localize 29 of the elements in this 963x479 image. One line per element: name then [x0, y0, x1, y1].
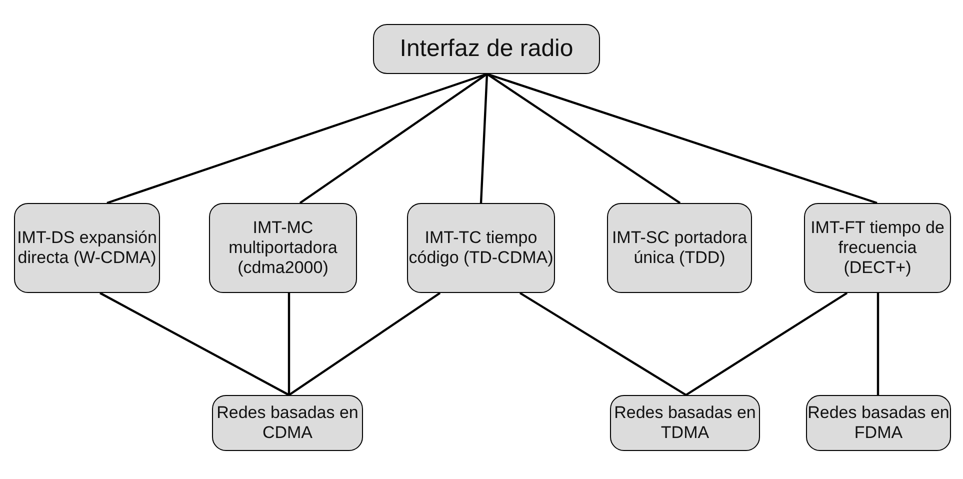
connector-line — [106, 72, 488, 204]
rounded-box — [607, 203, 752, 293]
connector-line — [486, 72, 878, 204]
node-label: IMT-SC portadora única (TDD) — [610, 228, 748, 268]
connector-line — [685, 292, 848, 396]
connector-line — [480, 74, 488, 204]
connector-line — [486, 73, 681, 204]
rounded-box — [14, 203, 160, 293]
node-label: Redes basadas en CDMA — [216, 403, 360, 443]
connector-line — [519, 292, 687, 396]
node-label: IMT-DS expansión directa (W-CDMA) — [16, 228, 158, 268]
connector-line — [299, 73, 488, 204]
node-label: Redes basadas en TDMA — [613, 403, 757, 443]
rounded-box — [610, 395, 760, 451]
rounded-box — [804, 203, 951, 293]
connector-line — [876, 293, 880, 395]
connector-line — [99, 292, 290, 396]
node-label: Redes basadas en FDMA — [807, 403, 950, 443]
rounded-box — [212, 395, 363, 451]
rounded-box — [407, 203, 555, 293]
node-label: IMT-MC multiportadora (cdma2000) — [228, 218, 338, 278]
rounded-box — [806, 395, 951, 451]
node-label: Interfaz de radio — [400, 39, 574, 59]
connector-line — [288, 293, 290, 395]
node-label: IMT-FT tiempo de frecuencia (DECT+) — [810, 218, 946, 278]
node-label: IMT-TC tiempo código (TD-CDMA) — [408, 228, 554, 268]
rounded-box — [373, 24, 600, 74]
connector-line — [288, 292, 441, 396]
rounded-box — [209, 203, 357, 293]
